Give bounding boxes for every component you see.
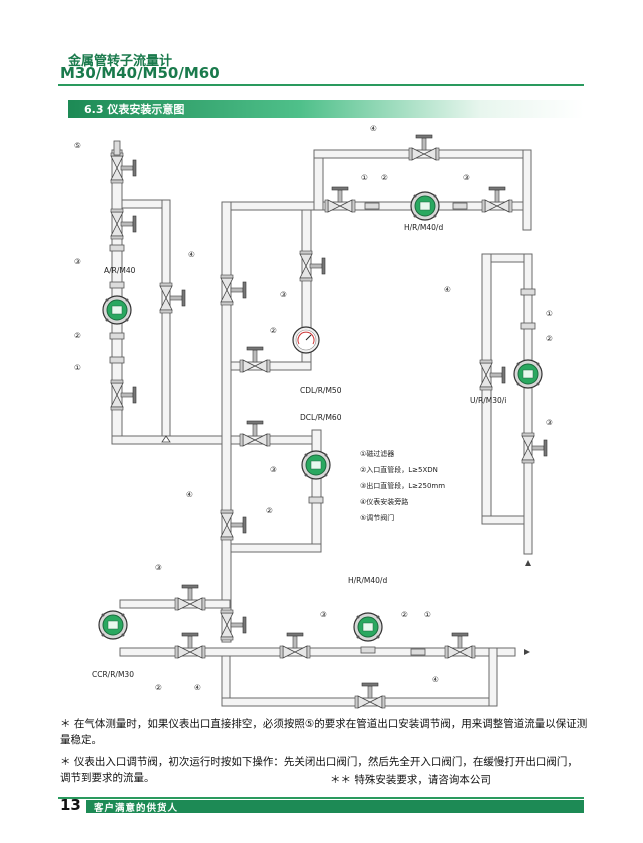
label-ccr: CCR/R/M30 — [92, 670, 134, 679]
flange-icon — [452, 202, 468, 210]
marker-1: ① — [74, 363, 81, 372]
tee-icon — [161, 435, 171, 443]
note-gas-measurement: ＊ 在气体测量时，如果仪表出口直接排空，必须按照⑤的要求在管道出口安装调节阀，用… — [60, 718, 588, 746]
marker-2: ② — [155, 683, 162, 692]
marker-2: ② — [270, 326, 277, 335]
marker-4: ④ — [188, 250, 195, 259]
flange-icon — [109, 281, 125, 289]
left-pipe — [111, 149, 228, 445]
label-dcl: DCL/R/M60 — [300, 413, 342, 422]
marker-3: ③ — [74, 257, 81, 266]
header-divider — [58, 84, 584, 86]
marker-3: ③ — [280, 290, 287, 299]
flowmeter-icon — [353, 612, 383, 642]
flange-icon — [360, 646, 376, 654]
flange-icon — [308, 496, 324, 504]
flange-icon — [109, 356, 125, 364]
marker-3: ③ — [546, 418, 553, 427]
product-models: M30/M40/M50/M60 — [60, 64, 220, 82]
label-ur-m30: U/R/M30/i — [470, 396, 506, 405]
footer-divider — [58, 797, 584, 799]
marker-4: ④ — [432, 675, 439, 684]
label-hr-m40-top: H/R/M40/d — [404, 223, 443, 232]
section-title: 6.3 仪表安装示意图 — [84, 103, 185, 116]
flange-icon — [109, 244, 125, 252]
flange-icon — [520, 288, 536, 296]
note-valve-operation: ＊ 仪表出入口调节阀，初次运行时按如下操作：先关闭出口阀门，然后先全开入口阀门，… — [60, 756, 578, 784]
ccr-meter-icon — [98, 610, 128, 640]
footer-bar — [86, 800, 584, 813]
legend-item-2: ②入口直管段，L≥5XDN — [360, 465, 438, 474]
marker-4: ④ — [194, 683, 201, 692]
legend-item-5: ⑤调节阀门 — [360, 513, 394, 522]
flange-icon — [410, 648, 426, 656]
legend-item-1: ①磁过滤器 — [360, 449, 394, 458]
flowmeter-icon — [102, 295, 132, 325]
marker-2: ② — [546, 334, 553, 343]
flange-icon — [520, 322, 536, 330]
marker-2: ② — [74, 331, 81, 340]
dcl-meter-icon — [301, 450, 331, 480]
marker-3: ③ — [320, 610, 327, 619]
cdl-meter-icon — [292, 326, 320, 354]
label-ar-m40: A/R/M40 — [104, 266, 136, 275]
marker-4: ④ — [186, 490, 193, 499]
marker-2: ② — [266, 506, 273, 515]
section-bar — [68, 100, 584, 118]
label-hr-m40-bottom: H/R/M40/d — [348, 576, 387, 585]
marker-3: ③ — [270, 465, 277, 474]
flange-icon — [364, 202, 380, 210]
label-cdl: CDL/R/M50 — [300, 386, 342, 395]
flange-icon — [113, 140, 121, 156]
flowmeter-icon — [410, 191, 440, 221]
marker-4: ④ — [444, 285, 451, 294]
marker-3: ③ — [155, 563, 162, 572]
marker-2: ② — [381, 173, 388, 182]
legend-item-3: ③出口直管段，L≥250mm — [360, 481, 445, 490]
marker-1: ① — [361, 173, 368, 182]
marker-2: ② — [401, 610, 408, 619]
marker-5: ⑤ — [74, 141, 81, 150]
marker-4: ④ — [370, 124, 377, 133]
legend-item-4: ④仪表安装旁路 — [360, 497, 408, 506]
marker-1: ① — [424, 610, 431, 619]
marker-1: ① — [546, 309, 553, 318]
footer-slogan: 客户满意的供货人 — [94, 803, 179, 814]
flange-icon — [109, 332, 125, 340]
marker-3: ③ — [463, 173, 470, 182]
inlet-arrow-icon — [524, 649, 530, 655]
note-special: ＊＊ 特殊安装要求，请咨询本公司 — [330, 774, 491, 786]
page-number: 13 — [60, 796, 81, 814]
outlet-arrow-icon — [525, 560, 531, 566]
flowmeter-icon — [513, 359, 543, 389]
product-title: 金属管转子流量计 — [68, 54, 173, 69]
